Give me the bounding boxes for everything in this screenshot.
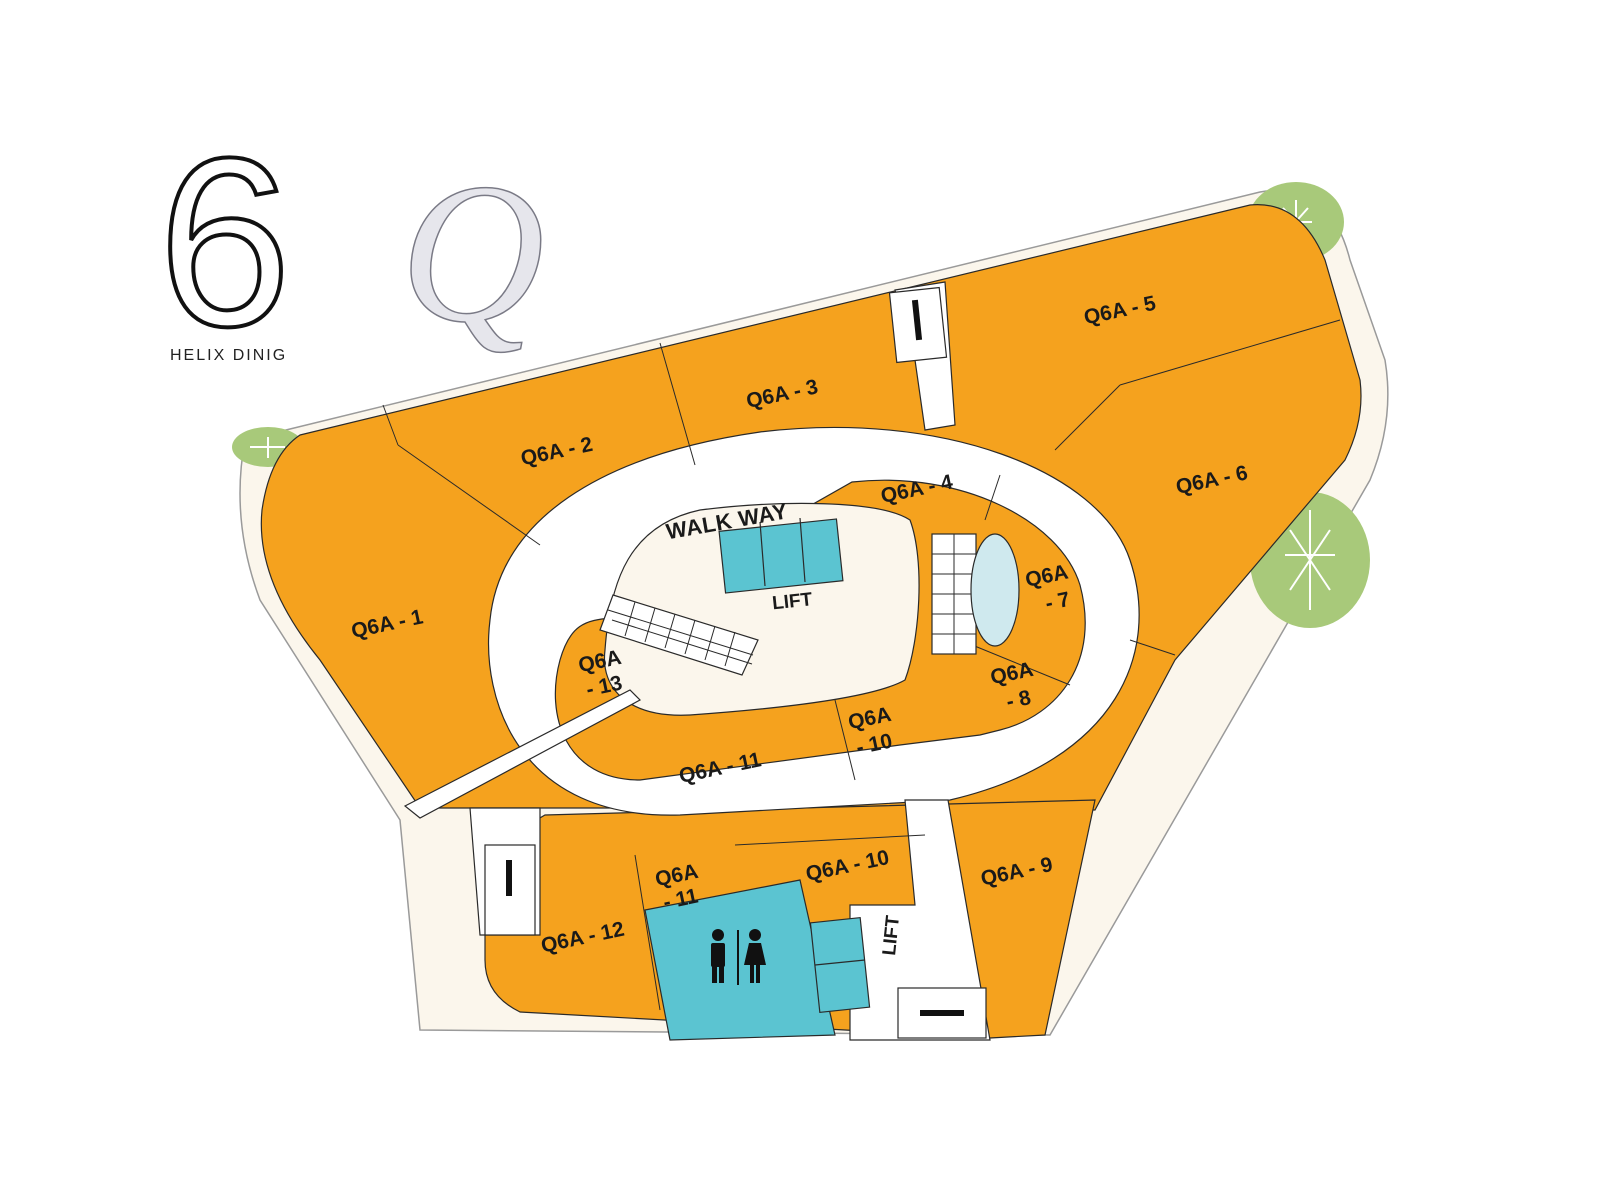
restroom-icon [711,929,766,985]
stairs-icon [484,844,536,936]
escalator-icon [599,594,759,676]
corridor-right [849,799,991,1041]
lift-upper [718,517,844,594]
unit-q6a-11-outer[interactable]: Q6A - 11 [653,860,700,914]
unit-label: - 7 [1043,588,1072,616]
escalator-icon [931,533,977,655]
lift-lower-label: LIFT [879,914,904,956]
facility-block [644,879,871,1041]
water-feature [970,533,1020,647]
unit-label: - 8 [1004,686,1033,714]
stairs-icon [888,286,948,364]
brand-logo: Q [400,143,544,364]
brand-subtitle: HELIX DINIG [170,347,287,364]
lift-upper-label: LIFT [771,589,813,614]
brand-number-mark: 6 [158,108,291,376]
stairs-icon [897,987,987,1039]
diagonal-walkway [403,689,641,819]
